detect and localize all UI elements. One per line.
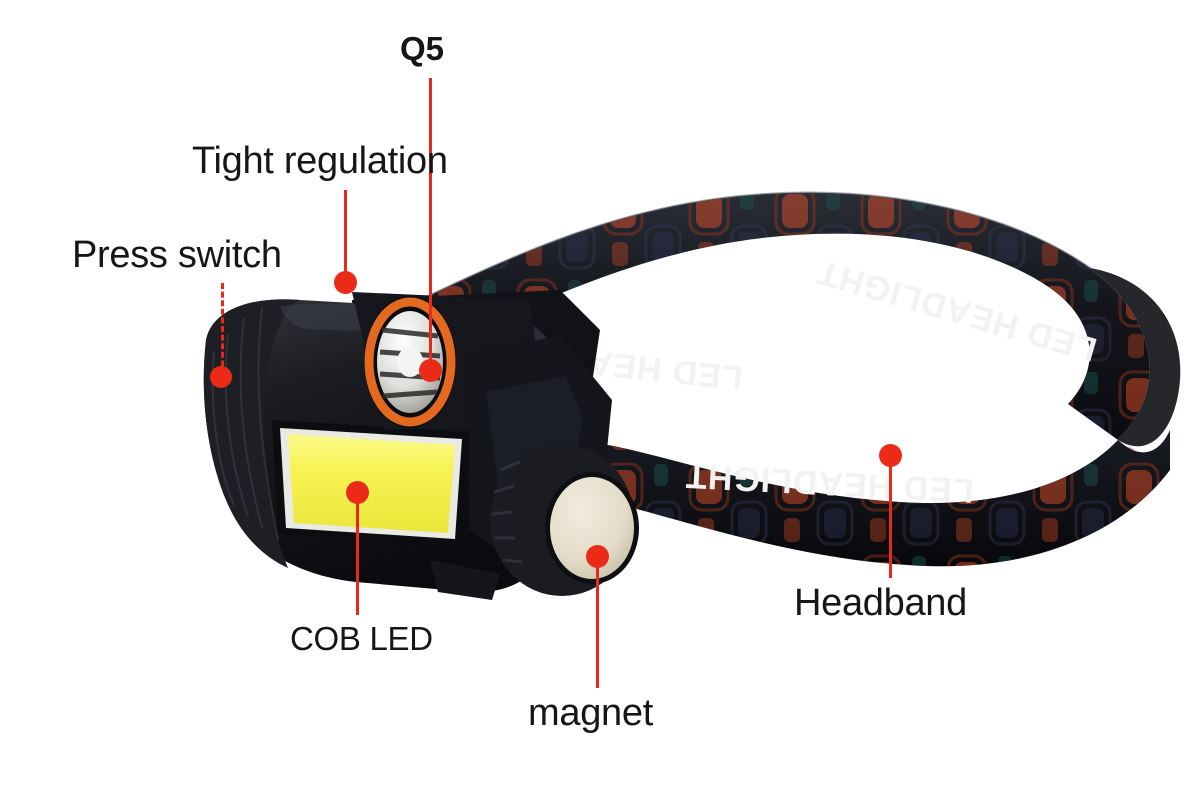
lamp-lower-tab xyxy=(430,560,500,600)
callout-label-cob-led: COB LED xyxy=(290,620,433,657)
dot-tight-regulation xyxy=(334,271,357,294)
leader-tight-regulation xyxy=(344,190,347,286)
callout-label-headband: Headband xyxy=(794,582,967,624)
leader-magnet xyxy=(596,560,599,688)
dot-cob-led xyxy=(346,481,369,504)
dot-headband xyxy=(879,444,902,467)
dot-press-switch xyxy=(210,366,232,388)
q5-led-module xyxy=(352,292,546,430)
leader-cob-led xyxy=(356,497,359,615)
callout-label-press-switch: Press switch xyxy=(72,234,282,276)
leader-q5 xyxy=(429,78,432,374)
callout-label-tight-regulation: Tight regulation xyxy=(192,140,448,182)
callout-label-magnet: magnet xyxy=(528,692,653,734)
dot-q5 xyxy=(419,359,442,382)
dot-magnet xyxy=(586,545,609,568)
callout-label-q5: Q5 xyxy=(400,30,445,67)
cob-led-module xyxy=(272,420,470,546)
magnet-module xyxy=(490,444,639,596)
leader-press-switch xyxy=(221,283,224,375)
leader-headband xyxy=(889,460,892,578)
